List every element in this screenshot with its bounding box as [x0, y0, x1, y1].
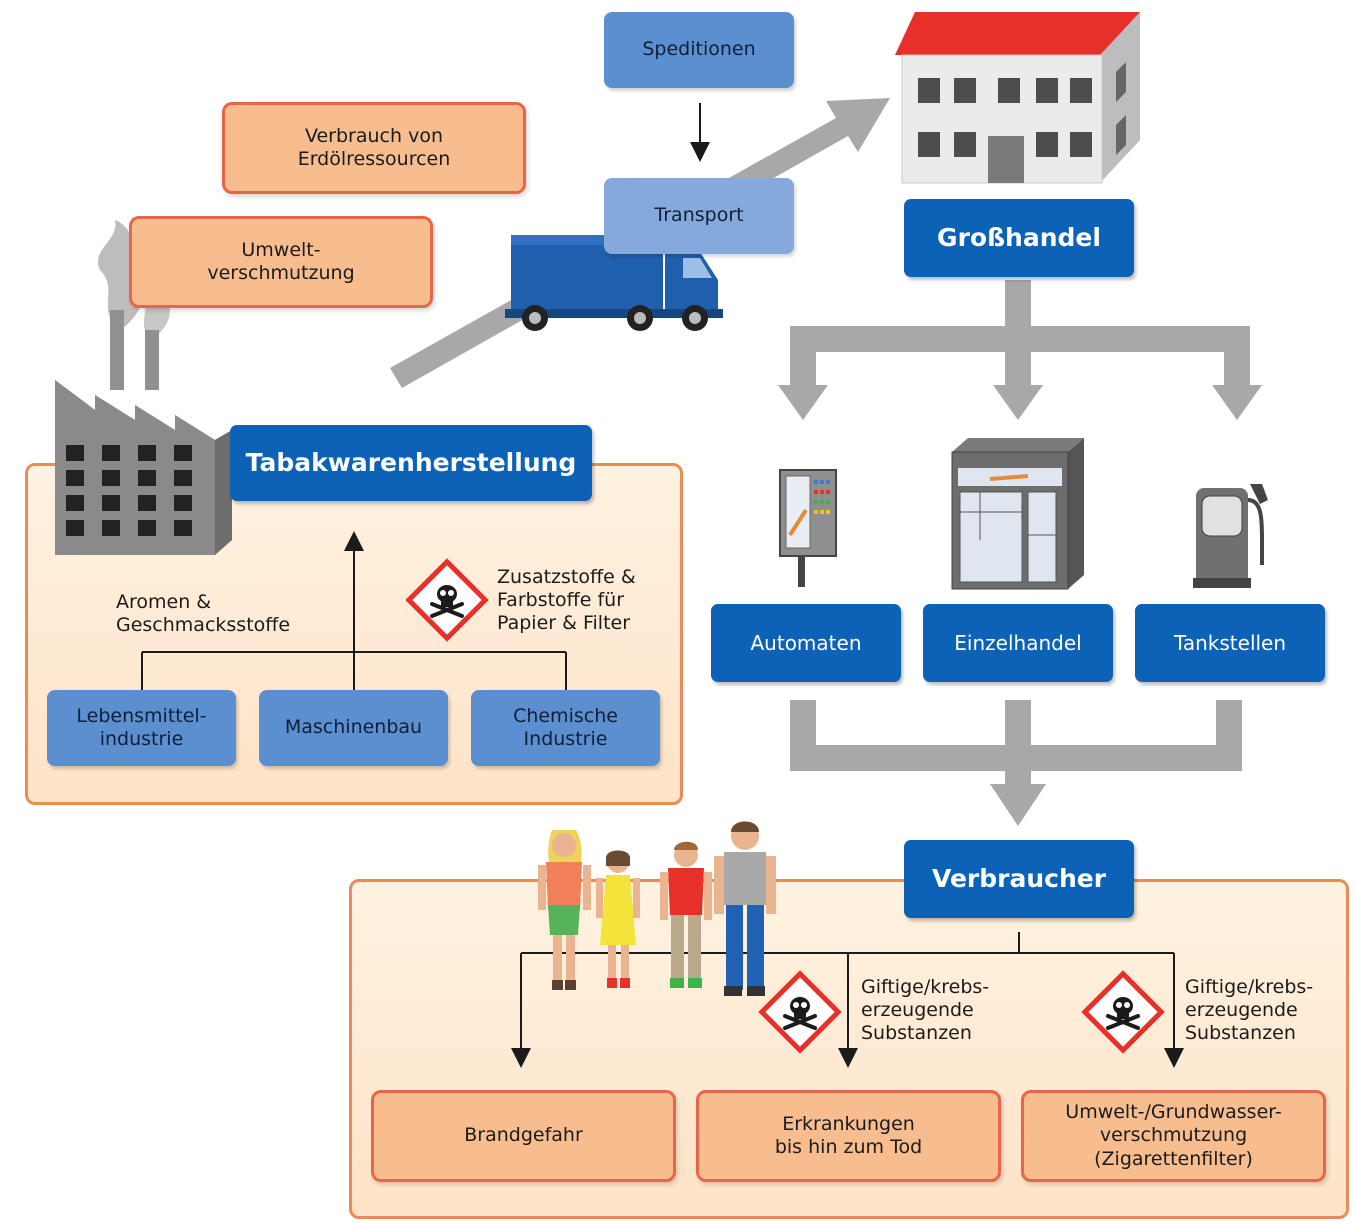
shop-icon: [951, 438, 1084, 590]
effect-brandgefahr: Brandgefahr: [371, 1090, 676, 1182]
zusatzstoffe-label: Zusatzstoffe & Farbstoffe für Papier & F…: [497, 566, 636, 634]
truck-icon: [505, 235, 723, 331]
grosshandel-box: Großhandel: [904, 199, 1134, 277]
supplier-chemie: Chemische Industrie: [471, 690, 660, 766]
building-icon: [895, 12, 1140, 184]
verbraucher-box: Verbraucher: [904, 840, 1134, 918]
hazard-note-1: Giftige/krebs- erzeugende Substanzen: [861, 976, 990, 1044]
outlet-tankstellen: Tankstellen: [1135, 604, 1325, 682]
outlet-automaten: Automaten: [711, 604, 901, 682]
outlet-einzelhandel: Einzelhandel: [923, 604, 1113, 682]
speditionen-box: Speditionen: [604, 12, 794, 88]
aromen-label: Aromen & Geschmacksstoffe: [116, 591, 291, 636]
effect-erkrankungen: Erkrankungen bis hin zum Tod: [696, 1090, 1001, 1182]
supplier-maschinenbau: Maschinenbau: [259, 690, 448, 766]
erdoel-box: Verbrauch von Erdölressourcen: [222, 102, 526, 194]
merge-arrows: [790, 700, 1242, 826]
effect-umwelt: Umwelt-/Grundwasser- verschmutzung (Ziga…: [1021, 1090, 1326, 1182]
fuel-pump-icon: [1193, 484, 1268, 588]
vending-machine-icon: [779, 469, 837, 587]
umwelt-box: Umwelt- verschmutzung: [129, 216, 433, 308]
distribution-arrows: [778, 280, 1262, 420]
supplier-lebensmittel: Lebensmittel- industrie: [47, 690, 236, 766]
hazard-note-2: Giftige/krebs- erzeugende Substanzen: [1185, 976, 1314, 1044]
transport-box: Transport: [604, 178, 794, 254]
manufacturing-title: Tabakwarenherstellung: [230, 425, 592, 501]
